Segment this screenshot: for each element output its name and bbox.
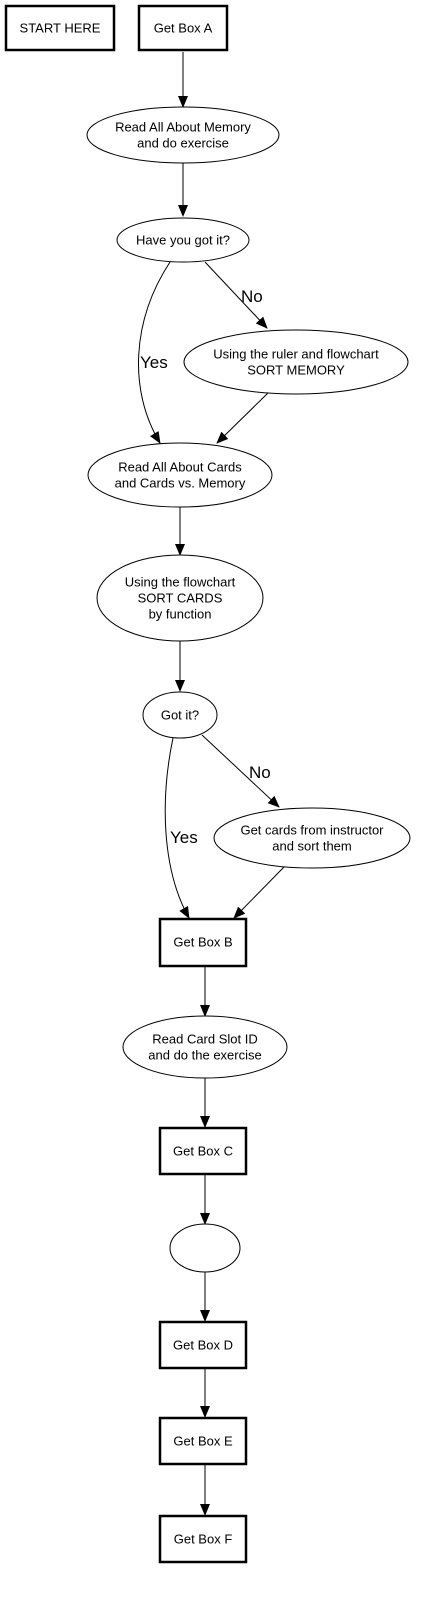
label-line: Get Box E [173,1434,233,1449]
edge-label-second-no: No [249,763,271,782]
start-here-node: START HERE [4,4,116,52]
get-box-f-node: Get Box F [158,1514,248,1564]
label-line: and do the exercise [148,1048,261,1063]
label-line: START HERE [20,21,101,36]
label-line: Using the flowchart [125,575,236,590]
label-line: SORT CARDS [138,591,223,606]
label-line: Read Card Slot ID [152,1032,258,1047]
label-line: Get Box D [173,1338,233,1353]
label-line: Have you got it? [136,233,230,248]
have-you-got-it-label: Have you got it? [136,233,230,248]
edge-label-second-yes: Yes [170,828,198,847]
label-line: by function [149,607,212,622]
edge-label-first-no: No [241,287,263,306]
get-box-c-label: Get Box C [173,1144,233,1159]
label-line: Get Box A [154,21,213,36]
label-line: Read All About Cards [118,460,242,475]
get-box-b-label: Get Box B [173,935,232,950]
label-line: and Cards vs. Memory [115,476,246,491]
edge-label-first-yes: Yes [140,353,168,372]
start-here-label: START HERE [20,21,101,36]
label-line: SORT MEMORY [247,363,345,378]
get-box-c-node: Get Box C [158,1126,248,1176]
label-line: Get cards from instructor [240,823,384,838]
edge-have-you-got-it-no [204,261,268,329]
label-line: and sort them [272,839,352,854]
get-box-f-label: Get Box F [174,1532,233,1547]
edge-got-it-no [201,734,280,808]
get-box-e-node: Get Box E [158,1416,248,1466]
label-line: Using the ruler and flowchart [213,347,379,362]
edges [138,52,285,1516]
label-line: and do exercise [137,136,229,151]
edge-have-you-got-it-yes [138,261,171,444]
edge-got-it-yes [164,737,190,919]
get-box-d-node: Get Box D [158,1320,248,1370]
get-box-a-label: Get Box A [154,21,213,36]
label-line: Got it? [161,708,199,723]
label-line: Read All About Memory [115,120,251,135]
label-line: Get Box C [173,1144,233,1159]
have-you-got-it-node: Have you got it? [116,217,250,263]
get-box-e-label: Get Box E [173,1434,233,1449]
get-box-b-node: Get Box B [158,917,248,968]
get-box-d-label: Get Box D [173,1338,233,1353]
label-line: Get Box B [173,935,232,950]
got-it-node: Got it? [142,691,218,739]
empty-step-node [169,1223,241,1273]
edge-get-cards-to-box-b [233,866,285,919]
got-it-label: Got it? [161,708,199,723]
label-line: Get Box F [174,1532,233,1547]
edge-sort-memory-to-read-cards [216,392,269,444]
get-box-a-node: Get Box A [137,4,229,52]
